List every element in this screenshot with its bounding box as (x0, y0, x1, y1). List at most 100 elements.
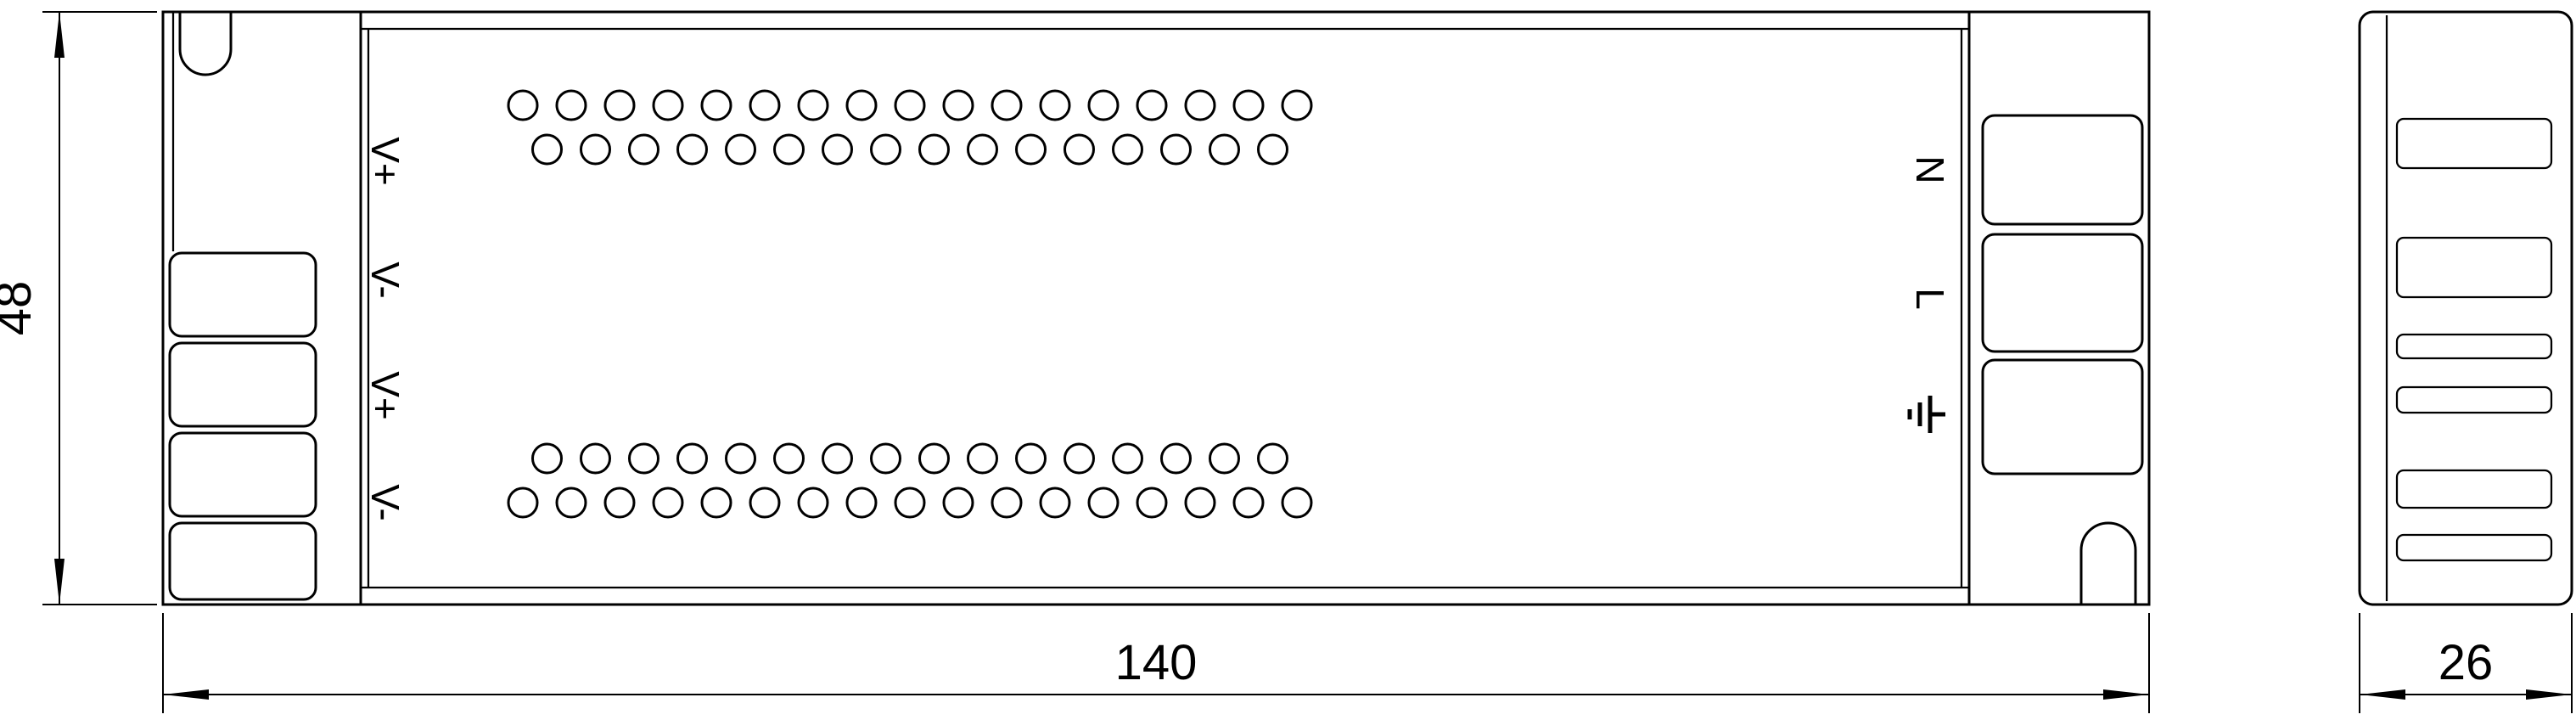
side-slot (2395, 385, 2553, 414)
vent-hole (870, 442, 901, 475)
ac-terminal-label-n: N (1908, 155, 1952, 183)
mounting-slot-bottom-right (2079, 521, 2137, 605)
vent-hole (676, 442, 708, 475)
vent-hole (1015, 133, 1047, 166)
vent-hole (797, 89, 829, 121)
vent-hole (894, 89, 926, 121)
vent-hole (773, 133, 805, 166)
vent-hole (555, 89, 587, 121)
vent-hole (1112, 442, 1143, 475)
vent-hole (507, 487, 539, 519)
vent-hole (1257, 133, 1288, 166)
vent-hole (700, 89, 732, 121)
vent-hole (652, 89, 684, 121)
earth-ground-icon (1907, 396, 1945, 433)
vent-hole (507, 89, 539, 121)
dc-terminal-label-3: V+ (363, 371, 407, 420)
vent-hole (1112, 133, 1143, 166)
side-slot (2395, 333, 2553, 360)
side-case-outline (2358, 10, 2573, 606)
vent-holes-bottom-row-2 (507, 487, 1313, 519)
vent-hole (1087, 487, 1120, 519)
vent-hole (1039, 89, 1071, 121)
vent-hole (1136, 487, 1168, 519)
vent-holes-top-row-2 (531, 133, 1288, 166)
vent-hole (555, 487, 587, 519)
vent-hole (1160, 442, 1192, 475)
vent-hole (822, 133, 853, 166)
dc-terminal-label-2: V- (363, 262, 407, 298)
ac-terminal-block (1981, 114, 2144, 226)
vent-hole (652, 487, 684, 519)
side-slot (2395, 533, 2553, 562)
ac-terminal-block (1981, 233, 2144, 353)
vent-hole (1064, 133, 1095, 166)
vent-hole (1257, 442, 1288, 475)
front-view: V+ V- V+ V- N L (161, 10, 2151, 606)
vent-hole (700, 487, 732, 519)
side-slot (2395, 117, 2553, 170)
vent-hole (942, 89, 974, 121)
vent-hole (942, 487, 974, 519)
dimension-depth: 26 (2359, 613, 2573, 713)
vent-hole (870, 133, 901, 166)
vent-hole (580, 442, 611, 475)
vent-hole (1184, 487, 1216, 519)
vent-hole (1015, 442, 1047, 475)
vent-hole (676, 133, 708, 166)
ac-terminal-label-l: L (1908, 288, 1952, 310)
vent-hole (603, 89, 636, 121)
dc-terminal-block (168, 431, 317, 518)
vent-hole (749, 487, 781, 519)
dc-terminal-block (168, 341, 317, 428)
vent-hole (531, 442, 563, 475)
vent-hole (1281, 89, 1313, 121)
vent-hole (628, 442, 659, 475)
vent-hole (725, 133, 756, 166)
vent-hole (1184, 89, 1216, 121)
side-slot (2395, 469, 2553, 509)
dimension-length: 140 (162, 613, 2150, 713)
vent-hole (1136, 89, 1168, 121)
vent-hole (1209, 133, 1240, 166)
vent-hole (725, 442, 756, 475)
vent-hole (918, 133, 950, 166)
mounting-slot-top-left (178, 12, 233, 76)
dc-terminal-block (168, 521, 317, 601)
vent-hole (1039, 487, 1071, 519)
vent-hole (967, 442, 998, 475)
dc-terminal-label-1: V+ (363, 137, 407, 186)
vent-hole (1087, 89, 1120, 121)
vent-hole (991, 89, 1023, 121)
vent-hole (773, 442, 805, 475)
vent-hole (1232, 487, 1265, 519)
vent-hole (822, 442, 853, 475)
vent-hole (1064, 442, 1095, 475)
side-view (2358, 10, 2573, 606)
vent-hole (797, 487, 829, 519)
vent-hole (991, 487, 1023, 519)
vent-hole (1160, 133, 1192, 166)
vent-hole (603, 487, 636, 519)
dimension-height: 48 (0, 11, 157, 605)
vent-hole (580, 133, 611, 166)
vent-hole (1209, 442, 1240, 475)
vent-hole (845, 89, 878, 121)
vent-hole (1281, 487, 1313, 519)
vent-hole (967, 133, 998, 166)
dc-terminal-block (168, 251, 317, 338)
vent-hole (531, 133, 563, 166)
vent-hole (894, 487, 926, 519)
dimension-label-depth: 26 (2439, 635, 2494, 690)
ac-terminal-block (1981, 358, 2144, 475)
vent-hole (1232, 89, 1265, 121)
vent-holes-top-row-1 (507, 89, 1313, 121)
case-outline (161, 10, 2151, 606)
side-slot (2395, 236, 2553, 299)
dimension-label-height: 48 (0, 281, 42, 336)
dimension-label-length: 140 (1115, 635, 1198, 690)
vent-hole (628, 133, 659, 166)
vent-hole (749, 89, 781, 121)
